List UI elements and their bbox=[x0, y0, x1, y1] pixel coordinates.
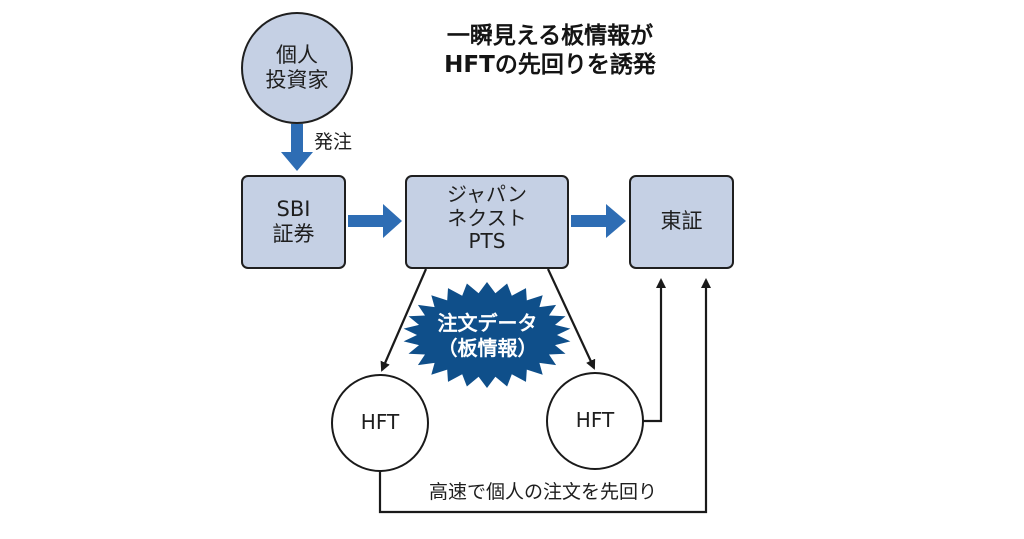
hft-left-label: HFT bbox=[360, 410, 400, 434]
pts-label-line-1: ジャパン bbox=[447, 182, 527, 206]
pts-to-tse-arrow bbox=[571, 204, 626, 238]
sbi-label-line-2: 証券 bbox=[272, 221, 315, 246]
pts-to-hft-left-arrow bbox=[380, 268, 428, 372]
investor-node bbox=[241, 12, 353, 124]
investor-label-line-1: 個人 bbox=[276, 43, 318, 67]
pts-label-line-3: PTS bbox=[468, 229, 506, 254]
title-line-2: HFTの先回りを誘発 bbox=[444, 52, 656, 79]
burst-label-line-1: 注文データ bbox=[437, 311, 538, 335]
pts-label-line-2: ネクスト bbox=[447, 205, 527, 230]
pts-to-hft-right-arrow bbox=[547, 268, 596, 370]
investor-label: 個人 投資家 bbox=[242, 43, 352, 93]
burst-label-line-2: （板情報） bbox=[437, 336, 538, 360]
hft-right-label: HFT bbox=[575, 408, 615, 432]
frontrun-label: 高速で個人の注文を先回り bbox=[428, 481, 657, 503]
order-arrow bbox=[281, 124, 313, 171]
hft-left-frontrun-arrow bbox=[378, 278, 711, 514]
sbi-box bbox=[241, 175, 346, 269]
pts-label: ジャパン ネクスト PTS bbox=[406, 182, 568, 254]
burst-label: 注文データ （板情報） bbox=[405, 311, 570, 361]
investor-label-line-2: 投資家 bbox=[265, 67, 329, 92]
title-line-1: 一瞬見える板情報が bbox=[446, 23, 654, 49]
tse-label: 東証 bbox=[660, 209, 703, 233]
hft-right-to-tse-arrow bbox=[643, 278, 666, 423]
order-data-burst bbox=[403, 282, 571, 388]
sbi-label: SBI 証券 bbox=[242, 197, 345, 247]
tse-box bbox=[629, 175, 734, 269]
sbi-label-line-1: SBI bbox=[276, 197, 311, 221]
sbi-to-pts-arrow bbox=[348, 204, 402, 238]
pts-box bbox=[405, 175, 569, 269]
diagram-title: 一瞬見える板情報が HFTの先回りを誘発 bbox=[390, 22, 710, 80]
order-label: 発注 bbox=[313, 131, 352, 153]
